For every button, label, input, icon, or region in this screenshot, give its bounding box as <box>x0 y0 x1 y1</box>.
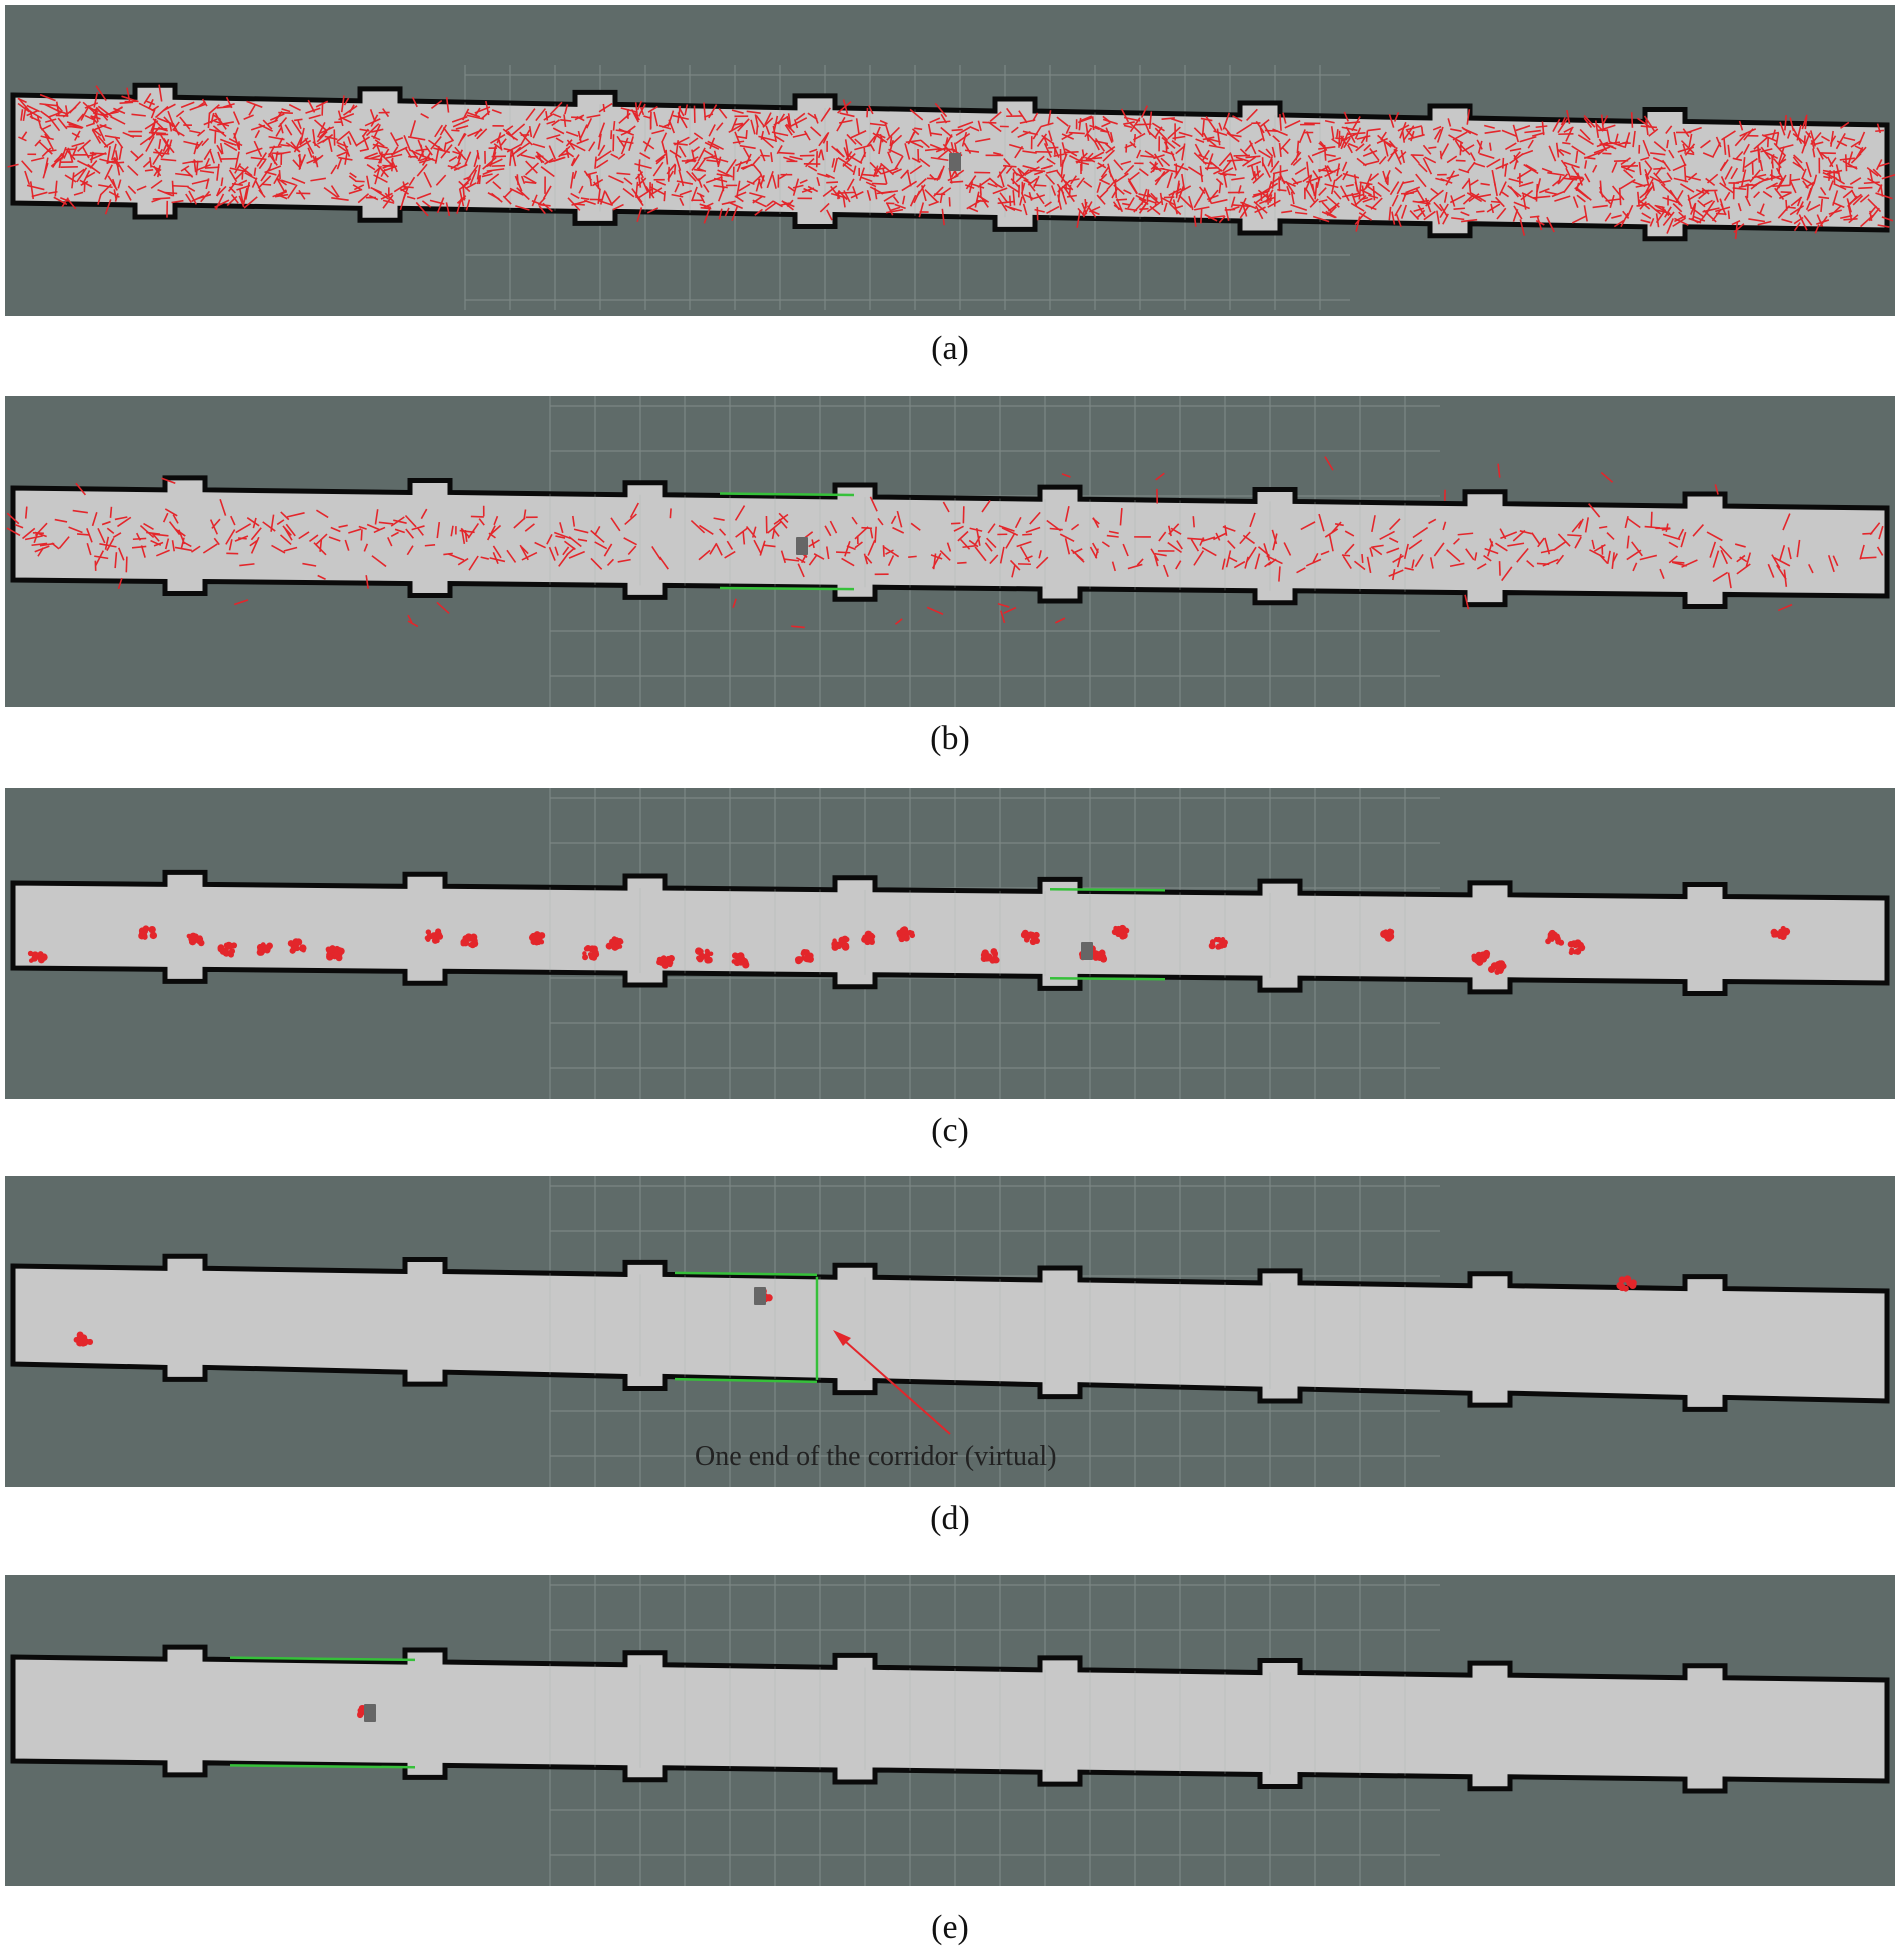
particle-cluster <box>287 938 307 954</box>
corridor-grid-overlay <box>549 1663 1406 1776</box>
virtual-boundary <box>1049 888 1166 981</box>
caption-a: (a) <box>931 330 969 367</box>
map-panel-e <box>5 1575 1895 1886</box>
particle-cluster <box>217 941 238 958</box>
particle-cluster <box>1380 928 1395 942</box>
robot-marker <box>796 537 808 555</box>
particle-cloud <box>27 924 1791 975</box>
annotation-arrow <box>836 1333 951 1435</box>
map-canvas-e <box>10 1575 1890 1886</box>
corridor-end-annotation: One end of the corridor (virtual) <box>695 1441 1057 1472</box>
caption-c: (c) <box>931 1112 969 1149</box>
particle-cluster <box>896 926 916 943</box>
particle-cluster <box>186 932 205 947</box>
particle-cluster <box>731 952 750 969</box>
map-panel-d: One end of the corridor (virtual) <box>5 1176 1895 1487</box>
map-canvas-d <box>10 1176 1890 1487</box>
particle-cluster <box>27 950 48 964</box>
particle-cluster <box>325 945 345 962</box>
caption-d: (d) <box>930 1500 970 1537</box>
particle-cluster <box>605 936 624 951</box>
particle-cluster <box>73 1331 94 1347</box>
virtual-boundary <box>719 492 855 591</box>
corridor-map <box>10 1253 1890 1412</box>
caption-e: (e) <box>931 1909 969 1946</box>
particle-cluster <box>256 942 273 956</box>
particle-cluster <box>582 944 600 961</box>
caption-b: (b) <box>930 720 970 757</box>
corridor-grid-overlay <box>549 493 1406 592</box>
particle-cluster <box>695 947 714 964</box>
particle-cluster <box>460 933 479 949</box>
particle-cluster <box>528 931 546 946</box>
particle-cluster <box>861 930 876 946</box>
particle-cluster <box>794 949 814 965</box>
robot-marker <box>949 153 961 171</box>
virtual-boundary <box>674 1271 818 1384</box>
particle-cluster <box>1487 960 1507 975</box>
particle-cluster <box>424 928 444 944</box>
particle-cluster <box>1111 924 1130 940</box>
robot-marker <box>754 1287 766 1305</box>
corridor-map <box>10 869 1890 997</box>
map-canvas-b <box>6 396 1890 707</box>
virtual-boundary <box>229 1656 416 1769</box>
corridor-map <box>10 475 1890 609</box>
corridor-grid-overlay <box>549 1273 1406 1392</box>
particle-cluster <box>656 954 675 969</box>
corridor-map <box>10 1644 1890 1794</box>
robot-marker <box>1081 942 1093 960</box>
particle-cluster <box>1545 929 1565 946</box>
map-canvas-a <box>7 65 1895 310</box>
particle-cluster <box>1471 949 1491 966</box>
particle-cloud <box>6 456 1884 629</box>
particle-cluster <box>980 948 1000 964</box>
map-canvas-c <box>10 788 1890 1099</box>
particle-cluster <box>138 925 158 940</box>
robot-marker <box>364 1704 376 1722</box>
particle-cluster <box>1770 925 1791 940</box>
map-panel-a <box>5 5 1895 316</box>
particle-cluster <box>831 935 850 951</box>
map-panel-b <box>5 396 1895 707</box>
particle-cluster <box>1020 929 1040 946</box>
particle-cluster <box>1208 936 1228 950</box>
corridor-grid-overlay <box>549 887 1406 980</box>
particle-cluster <box>1616 1275 1637 1292</box>
particle-cluster <box>1086 947 1108 963</box>
particle-cloud <box>7 84 1895 240</box>
map-panel-c <box>5 788 1895 1099</box>
annotation-arrowhead <box>833 1330 851 1346</box>
particle-cluster <box>1567 939 1586 956</box>
